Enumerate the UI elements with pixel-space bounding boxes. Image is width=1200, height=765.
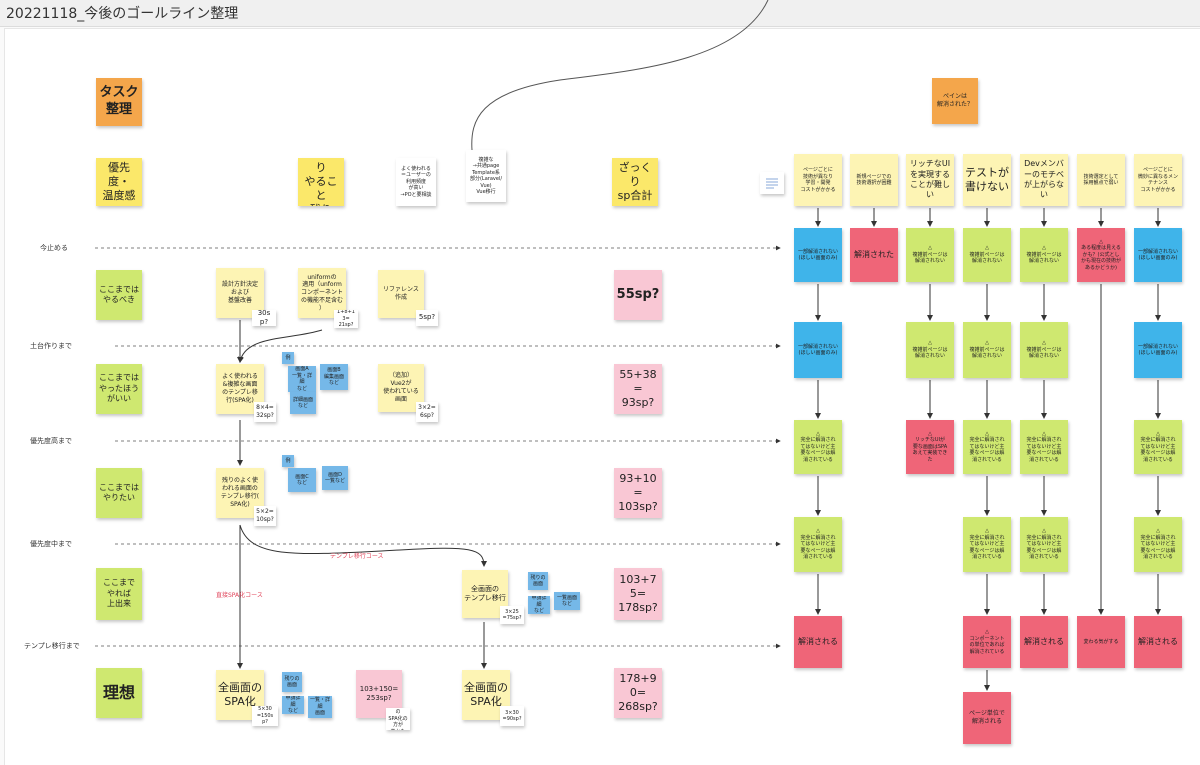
task-sp-sticky[interactable]: 1+8+13= 21sp? [334,310,358,328]
task-sp-sticky[interactable]: 3×25 =75sp? [500,606,524,624]
pain-header-sticky[interactable]: 新規ページでの 技術選択が困難 [850,154,898,206]
task-note-sticky[interactable]: 現状からの SPA化の方が 楽かも [386,708,410,730]
priority-row-sticky[interactable]: ここまでは やったほう がいい [96,364,142,414]
pain-status-sticky[interactable]: △ 完全に解消され てはないけど主 要なページは解 消されている [1134,517,1182,572]
priority-row-sticky[interactable]: ここまでは やるべき [96,270,142,320]
task-sticky[interactable]: uniformの 適用（unform コンポーネント の機能不足含む ） [298,268,346,318]
pain-status-sticky[interactable]: 解消される [1020,616,1068,668]
header-sp-total-sticky[interactable]: ざっくり sp合計 [612,158,658,206]
pain-status-sticky[interactable]: 解消される [794,616,842,668]
header-priority-sticky[interactable]: 優先度・ 温度感 [96,158,142,206]
milestone-label: 土台作りまで [30,342,72,350]
pain-status-sticky[interactable]: △ リッチなUIが 要な画面はSPA あえて実装でき た [906,420,954,474]
header-pain-sticky[interactable]: ペインは 解消された？ [932,78,978,124]
connector-t6-t7 [239,524,487,567]
document-icon[interactable] [760,172,784,194]
pain-status-sticky[interactable]: △ 完全に解消され てはないけど主 要なページは解 消されている [1134,420,1182,474]
screen-sticky[interactable]: 残りの 画面 [528,572,548,590]
priority-row-sticky[interactable]: ここまで やれば 上出来 [96,568,142,620]
screen-sticky[interactable]: 申請詳細 など [282,696,304,714]
sp-sum-sticky[interactable]: 55+38= 93sp? [614,364,662,414]
pain-status-sticky[interactable]: △ 複雑前ページは 解消されない [963,228,1011,282]
sp-sum-sticky[interactable]: 178+90= 268sp? [614,668,662,718]
screen-sticky[interactable]: 画面D 一覧など [322,466,348,490]
sp-sum-sticky[interactable]: 93+10= 103sp? [614,468,662,518]
pain-status-sticky[interactable]: △ 複雑前ページは 解消されない [1020,228,1068,282]
pain-status-sticky[interactable]: 解消される [1134,616,1182,668]
task-sp-sticky[interactable]: 30sp? [252,310,276,326]
example-sticky[interactable]: 例 [282,352,294,364]
pain-header-sticky[interactable]: ページごとに 技術が異なり 学習・開発 コストがかかる [794,154,842,206]
board-title: 20221118_今後のゴールライン整理 [6,6,239,22]
note-frequency-sticky[interactable]: よく使われる ＝ユーザーの 利用頻度 が高い →POと要相談 [396,158,436,206]
pain-status-sticky[interactable]: △ 完全に解消され てはないけど主 要なページは解 消されている [963,517,1011,572]
connector-curve-top [471,0,769,151]
pain-status-sticky[interactable]: △ 完全に解消され てはないけど主 要なページは解 消されている [963,420,1011,474]
pain-header-sticky[interactable]: リッチなUI を実現する ことが難し い [906,154,954,206]
pain-status-sticky[interactable]: ページ単位で 解消される [963,692,1011,744]
example-sticky[interactable]: 例 [282,455,294,467]
milestone-label: 今止める [40,244,68,252]
pain-status-sticky[interactable]: △ 複雑前ページは 解消されない [906,322,954,378]
screen-sticky[interactable]: 一覧・詳細 画面 [308,696,332,718]
task-sp-sticky[interactable]: 5×30 =150sp? [252,706,278,726]
template-course-label: テンプレ移行コース [330,553,384,560]
milestone-label: 優先度中まで [30,540,72,548]
title-bar: 20221118_今後のゴールライン整理 [0,0,1200,27]
pain-status-sticky[interactable]: △ ある程度は見える かも？(公式とし かも現在の技術が あるかどうか) [1077,228,1125,282]
task-sticky[interactable]: 設計方針決定 および 基盤改善 [216,268,264,318]
spa-course-label: 直接SPA化コース [216,592,263,599]
milestone-label: 優先度高まで [30,437,72,445]
pain-status-sticky[interactable]: 解消された [850,228,898,282]
sp-sum-sticky[interactable]: 55sp? [614,270,662,320]
screen-sticky[interactable]: 画面A 一覧・詳細 など [288,366,316,392]
priority-row-sticky[interactable]: 理想 [96,668,142,718]
screen-sticky[interactable]: 申請詳細 など [528,596,550,614]
pain-status-sticky[interactable]: 一部解消されない (ほしい画面のみ) [1134,228,1182,282]
screen-sticky[interactable]: 画面B 編集画面 など [320,364,348,390]
task-sp-sticky[interactable]: 3×30 =90sp? [500,706,524,726]
screen-sticky[interactable]: 詳細画面 など [290,392,316,414]
task-sp-sticky[interactable]: 8×4= 32sp? [254,402,276,422]
screen-sticky[interactable]: 画面C など [288,468,316,492]
pain-status-sticky[interactable]: △ 複雑前ページは 解消されない [906,228,954,282]
screen-sticky[interactable]: 残りの 画面 [282,672,302,692]
note-complex-sticky[interactable]: 複雑な →共通page Template系 部分(Laravel/ Vue) V… [466,150,506,202]
priority-row-sticky[interactable]: ここまでは やりたい [96,468,142,518]
pain-status-sticky[interactable]: 一部解消されない (ほしい画面のみ) [1134,322,1182,378]
header-task-sticky[interactable]: タスク 整理 [96,78,142,126]
screen-sticky[interactable]: 一覧画面 など [554,592,580,610]
pain-status-sticky[interactable]: △ コンポーネント の単位であれば 解消されている [963,616,1011,668]
pain-status-sticky[interactable]: △ 完全に解消され てはないけど主 要なページは解 消されている [794,420,842,474]
pain-status-sticky[interactable]: 変わる気がする [1077,616,1125,668]
pain-status-sticky[interactable]: 一部解消されない (ほしい画面のみ) [794,228,842,282]
task-sp-sticky[interactable]: 5×2= 10sp? [254,506,276,526]
connector-t2-t4 [237,329,323,363]
task-sp-sticky[interactable]: 5sp? [416,310,438,326]
pain-status-sticky[interactable]: △ 完全に解消され てはないけど主 要なページは解 消されている [1020,420,1068,474]
pain-status-sticky[interactable]: △ 複雑前ページは 解消されない [1020,322,1068,378]
pain-status-sticky[interactable]: △ 完全に解消され てはないけど主 要なページは解 消されている [794,517,842,572]
milestone-label: テンプレ移行まで [24,642,80,650]
pain-header-sticky[interactable]: ページごとに 微妙に異なるメン テナンス コストがかかる [1134,154,1182,206]
pain-status-sticky[interactable]: △ 完全に解消され てはないけど主 要なページは解 消されている [1020,517,1068,572]
task-sp-sticky[interactable]: 3×2= 6sp? [416,402,438,422]
pain-header-sticky[interactable]: テストが 書けない [963,154,1011,206]
sp-sum-sticky[interactable]: 103+75= 178sp? [614,568,662,620]
pain-status-sticky[interactable]: △ 複雑前ページは 解消されない [963,322,1011,378]
header-rough-sticky[interactable]: ざっくり やること 残り [298,158,344,206]
pain-header-sticky[interactable]: 技術選定として 採用観点で弱い [1077,154,1125,206]
pain-status-sticky[interactable]: 一部解消されない (ほしい画面のみ) [794,322,842,378]
pain-header-sticky[interactable]: Devメンバ ーのモチベ が上がらな い [1020,154,1068,206]
